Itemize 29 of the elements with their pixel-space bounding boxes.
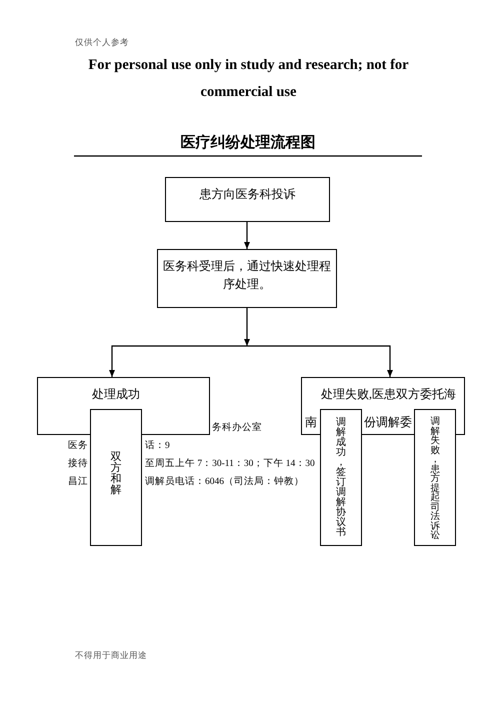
note-text: 务科办公室: [212, 421, 262, 435]
disclaimer-text: For personal use only in study and research; not for commercial use: [87, 56, 410, 102]
step-text: 调解成功，签订调解协议书: [336, 418, 346, 538]
note-text: 接待: [68, 457, 88, 471]
note-text: 话：9: [145, 439, 170, 453]
process-box: [165, 177, 330, 222]
arrow: [109, 345, 247, 377]
process-box: [320, 409, 362, 546]
page-title: 医疗纠纷处理流程图: [180, 133, 316, 153]
header-note: 仅供个人参考: [75, 36, 129, 49]
process-box: [90, 409, 142, 546]
footer-note: 不得用于商业用途: [75, 649, 147, 662]
step-text: 双方和解: [110, 452, 122, 496]
arrow: [247, 345, 393, 377]
note-text: 昌江: [68, 476, 88, 489]
step-text: 份调解委: [364, 414, 412, 431]
step-text: 调解失败，患方提起司法诉讼: [430, 418, 440, 542]
note-text: 医务: [68, 439, 88, 453]
note-text: 至周五上午 7：30-11：30；下午 14：30: [145, 457, 315, 471]
process-box: [157, 249, 337, 308]
step-text: 处理失败,医患双方委托海: [321, 386, 456, 403]
note-text: 调解员电话：6046（司法局：钟教）: [145, 475, 304, 489]
step-text: 患方向医务科投诉: [200, 186, 296, 203]
step-text: 处理成功: [92, 386, 140, 403]
process-box: [414, 409, 456, 546]
arrow: [244, 222, 250, 249]
step-text: 南: [305, 414, 317, 431]
step-text: 医务科受理后，通过快速处理程序处理。: [162, 258, 332, 293]
arrow: [244, 308, 250, 346]
